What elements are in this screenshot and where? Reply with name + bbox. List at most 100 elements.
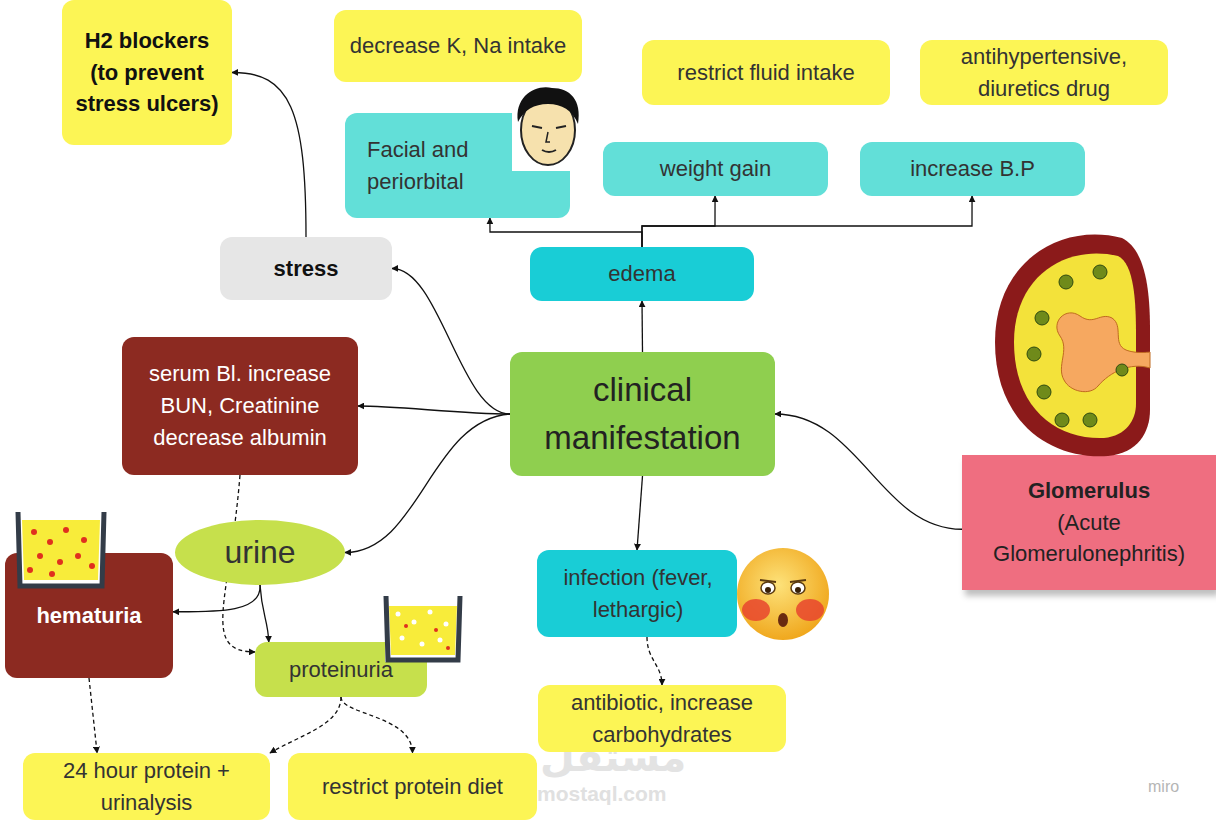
face-nose: [546, 132, 550, 142]
arrow-connector: [392, 268, 510, 414]
protein-dots: [396, 610, 449, 647]
blood-dot: [47, 539, 53, 545]
face-head: [521, 95, 575, 165]
dashed-connector: [270, 697, 341, 753]
protein-dot: [420, 642, 425, 647]
node-text: restrict protein diet: [322, 771, 503, 803]
symptom-box: increase B.P: [860, 142, 1085, 196]
urine-cup-icon: [18, 512, 104, 586]
node-text: increase B.P: [910, 153, 1035, 185]
finding-box: proteinuria: [255, 642, 427, 697]
urine-ellipse: urine: [175, 520, 345, 585]
emoji-pupil: [795, 587, 801, 593]
node-text: antibiotic, increase carbohydrates: [548, 687, 776, 751]
emoji-face: [737, 548, 829, 640]
arrow-connector: [345, 414, 510, 553]
protein-dot: [438, 638, 443, 643]
treatment-box: 24 hour protein + urinalysis: [23, 753, 270, 820]
blood-dot: [57, 559, 63, 565]
emoji-cheek: [742, 599, 770, 621]
glomerulus-dot: [1116, 364, 1128, 376]
node-text: (Acute Glomerulonephritis): [976, 507, 1202, 571]
glomerulus-dot: [1035, 311, 1049, 325]
node-text: 24 hour protein + urinalysis: [33, 755, 260, 819]
emoji-mouth: [778, 613, 788, 627]
protein-dot: [412, 620, 417, 625]
node-text: weight gain: [660, 153, 771, 185]
disease-box: Glomerulus(Acute Glomerulonephritis): [962, 455, 1216, 590]
cup-outline: [386, 596, 460, 660]
face-mouth: [542, 150, 556, 152]
glomerulus-dot: [1027, 347, 1041, 361]
node-text: serum Bl. increase BUN, Creatinine decre…: [140, 358, 340, 454]
treatment-box: antibiotic, increase carbohydrates: [538, 685, 786, 752]
watermark: miro: [1148, 778, 1179, 796]
arrow-connector: [358, 406, 510, 414]
urine-cup-icon: [385, 596, 461, 662]
protein-dot: [396, 612, 401, 617]
emoji-pupil: [765, 587, 771, 593]
dashed-connector: [647, 637, 662, 685]
node-text: H2 blockers (to prevent stress ulcers): [72, 25, 222, 121]
kidney-pelvis: [1057, 313, 1150, 392]
node-text: restrict fluid intake: [677, 57, 854, 89]
blood-dot: [434, 628, 438, 632]
blood-dot: [89, 563, 95, 569]
symptom-box: Facial and periorbital: [345, 113, 570, 218]
central-box: clinical manifestation: [510, 352, 775, 476]
cup-background: [18, 512, 104, 586]
treatment-box: restrict fluid intake: [642, 40, 890, 105]
arrow-connector: [642, 196, 715, 247]
node-text: infection (fever, lethargic): [547, 562, 729, 626]
node-text: decrease K, Na intake: [350, 30, 566, 62]
node-text: urine: [224, 529, 295, 575]
blood-dot: [37, 553, 43, 559]
cup-outline: [18, 512, 104, 586]
arrow-connector: [173, 585, 260, 612]
glomerulus-dot: [1059, 275, 1073, 289]
blood-dot: [81, 537, 87, 543]
cup-liquid: [389, 606, 457, 655]
blood-dot: [27, 567, 33, 573]
treatment-box: decrease K, Na intake: [334, 10, 582, 82]
blood-dot: [63, 527, 69, 533]
arrow-connector: [775, 414, 962, 529]
glomerulus-dot: [1093, 265, 1107, 279]
treatment-box: H2 blockers (to prevent stress ulcers): [62, 0, 232, 145]
finding-box: hematuria: [5, 553, 173, 678]
cup-background: [385, 596, 461, 662]
blood-dot: [49, 571, 55, 577]
arrow-connector: [260, 585, 269, 642]
watermark: mostaql.com: [537, 782, 667, 806]
kidney-capsule: [995, 235, 1150, 457]
face-eyes: [532, 126, 566, 128]
arrow-connector: [637, 476, 643, 550]
symptom-box: weight gain: [603, 142, 828, 196]
protein-dot: [444, 622, 449, 627]
face-icon: [512, 83, 584, 171]
kidney-cortex: [1014, 254, 1136, 439]
sick-emoji: [737, 548, 829, 640]
node-text: hematuria: [36, 600, 141, 632]
face-background: [512, 83, 584, 171]
arrow-connector: [642, 196, 972, 247]
emoji-eye: [791, 582, 805, 594]
arrow-connector: [232, 72, 306, 237]
protein-dot: [400, 636, 405, 641]
blood-dots: [27, 527, 95, 577]
manifestation-box: infection (fever, lethargic): [537, 550, 737, 637]
emoji-cheek: [796, 599, 824, 621]
dashed-connector: [341, 697, 413, 753]
dashed-connector: [89, 678, 97, 753]
emoji-lids: [760, 580, 806, 582]
blood-dot: [446, 646, 450, 650]
glomerulus-dot: [1037, 385, 1051, 399]
face-hair: [518, 87, 579, 124]
node-text: clinical manifestation: [520, 366, 765, 462]
treatment-box: restrict protein diet: [288, 753, 537, 820]
blood-dot: [75, 553, 81, 559]
node-text: Facial and periorbital: [367, 134, 506, 198]
blood-dot: [31, 529, 37, 535]
